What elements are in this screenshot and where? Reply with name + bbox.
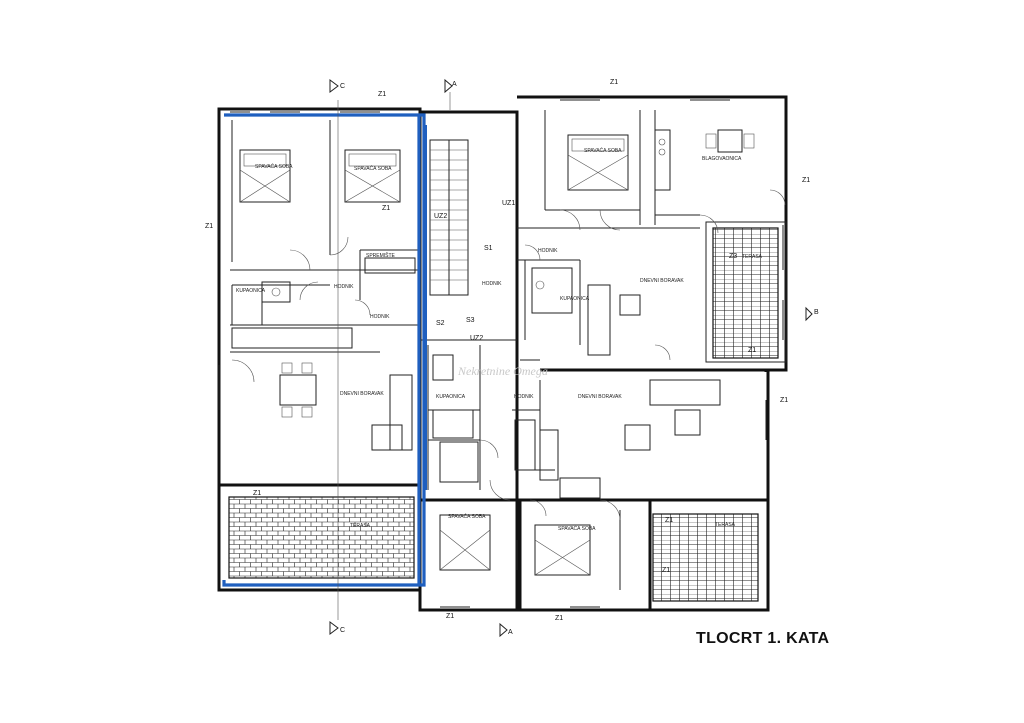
tag-z1: Z1 [205,223,213,230]
furniture [231,129,755,576]
tag-z1: Z1 [662,567,670,574]
tag-z1: Z1 [610,79,618,86]
room-label: TERASA [350,523,371,529]
tag-z1: Z1 [780,397,788,404]
tag-z1: Z1 [446,613,454,620]
room-label: SPAVAĆA SOBA [584,147,622,154]
room-label: KUPAONICA [436,394,466,400]
tag-uz2: UZ2 [470,335,483,342]
room-label: DNEVNI BORAVAK [640,278,684,284]
section-marks: C C A A B [329,78,819,638]
section-c-bottom: C [340,627,345,634]
tag-z1: Z1 [802,177,810,184]
room-labels: SPAVAĆA SOBA SPAVAĆA SOBA SPAVAĆA SOBA S… [236,147,763,532]
tags: Z1 Z1 Z1 Z1 Z1 Z1 Z1 Z1 Z1 Z1 Z1 Z1 Z3 U… [205,79,810,622]
room-label: SPAVAĆA SOBA [354,165,392,172]
tag-s1: S1 [484,245,493,252]
outer-walls [217,95,788,612]
terrace-right [712,227,779,359]
terrace-left [228,496,415,579]
tag-z1: Z1 [665,517,673,524]
watermark: Nekretnine Omega [457,364,548,378]
tag-s2: S2 [436,320,445,327]
room-label: TERASA [742,254,763,260]
highlighted-apartment-outline [222,113,426,587]
section-c-top: C [340,83,345,90]
tag-z1: Z1 [382,205,390,212]
interior-walls [230,110,700,590]
room-label: KUPAONICA [560,296,590,302]
terrace-bottom-right [652,513,759,602]
section-a-bottom: A [508,629,513,636]
room-label: HODNIK [334,284,354,290]
tag-uz1: UZ1 [502,200,515,207]
room-label: DNEVNI BORAVAK [578,394,622,400]
staircase [429,139,469,296]
tag-z3: Z3 [729,253,737,260]
room-label: SPAVAĆA SOBA [558,525,596,532]
room-label: HODNIK [538,248,558,254]
section-a-top: A [452,81,457,88]
room-label: SPAVAĆA SOBA [255,163,293,170]
room-label: HODNIK [514,394,534,400]
room-label: BLAGOVAONICA [702,156,742,162]
room-label: SPREMIŠTE [366,252,396,259]
drawing-title: TLOCRT 1. KATA [696,630,830,647]
section-b: B [814,309,819,316]
window-marks [218,99,784,608]
door-swings [231,189,786,521]
tag-uz2: UZ2 [434,213,447,220]
room-label: SPAVAĆA SOBA [448,513,486,520]
room-label: HODNIK [482,281,502,287]
tag-z1: Z1 [748,347,756,354]
room-label: DNEVNI BORAVAK [340,391,384,397]
tag-z1: Z1 [253,490,261,497]
tag-z1: Z1 [378,91,386,98]
tag-z1: Z1 [555,615,563,622]
room-label: HODNIK [370,314,390,320]
tag-s3: S3 [466,317,475,324]
room-label: TERASA [715,522,736,528]
room-label: KUPAONICA [236,288,266,294]
